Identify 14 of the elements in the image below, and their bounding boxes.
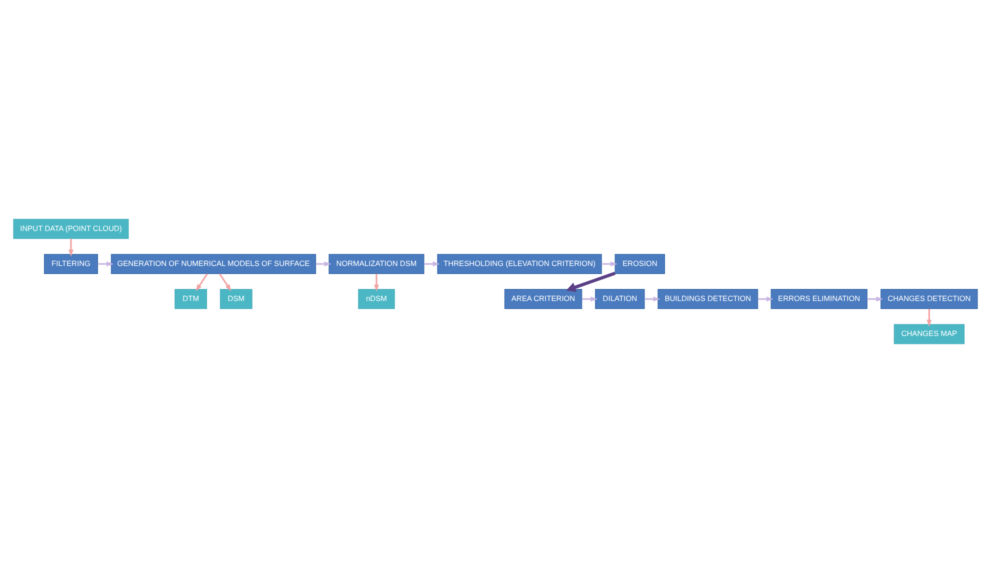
arrow <box>374 274 379 292</box>
arrow <box>644 296 660 302</box>
arrow <box>867 296 884 302</box>
arrow <box>219 273 232 292</box>
arrow <box>602 262 618 266</box>
arrow <box>582 296 598 302</box>
arrow <box>316 262 332 266</box>
arrow <box>68 238 74 257</box>
arrow <box>926 308 932 327</box>
arrow <box>424 262 440 266</box>
arrow <box>566 272 616 292</box>
arrow <box>758 296 774 302</box>
arrow <box>196 273 208 292</box>
arrow <box>98 262 114 266</box>
